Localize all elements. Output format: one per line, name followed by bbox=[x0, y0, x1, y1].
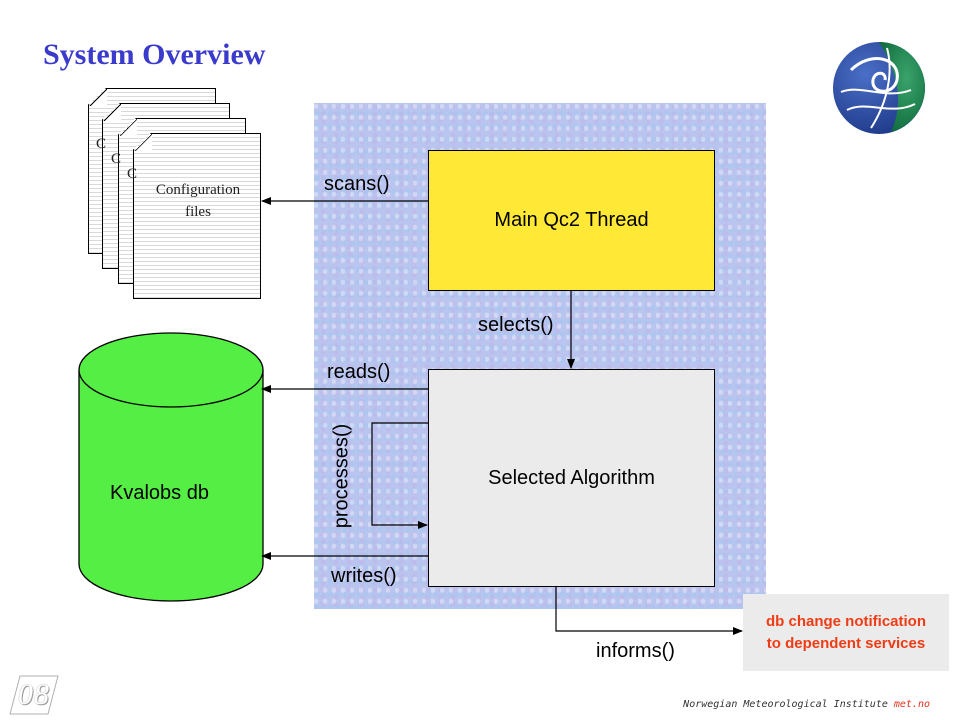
notification-line1: db change notification bbox=[766, 612, 926, 630]
scans-label: scans() bbox=[324, 173, 390, 195]
met-logo-icon bbox=[833, 42, 925, 134]
selects-label: selects() bbox=[478, 314, 554, 336]
page-title: System Overview bbox=[43, 38, 266, 71]
selected-algorithm-label: Selected Algorithm bbox=[488, 466, 655, 489]
config-file-peek-3: C bbox=[127, 166, 138, 182]
config-files-label-line1: Configuration bbox=[155, 182, 241, 198]
page-number: 08 bbox=[18, 678, 50, 711]
config-files-label: Configuration files bbox=[140, 179, 256, 223]
config-file-peek-2: C bbox=[111, 151, 122, 167]
config-file-front bbox=[133, 133, 261, 299]
informs-arrow bbox=[555, 587, 743, 635]
processes-label: processes() bbox=[330, 423, 353, 529]
config-files-label-line2: files bbox=[185, 204, 211, 220]
page-number-frame bbox=[9, 675, 59, 715]
selected-algorithm-box: Selected Algorithm bbox=[428, 369, 715, 587]
main-thread-box: Main Qc2 Thread bbox=[428, 150, 715, 291]
informs-label: informs() bbox=[596, 640, 675, 662]
footer-brand: met.no bbox=[893, 699, 930, 710]
processes-arrow bbox=[371, 422, 428, 529]
config-file-peek-1: C bbox=[96, 136, 107, 152]
footer: Norwegian Meteorological Institute met.no bbox=[683, 699, 930, 710]
footer-institute: Norwegian Meteorological Institute bbox=[683, 699, 888, 710]
writes-label: writes() bbox=[331, 565, 397, 587]
database-cylinder bbox=[78, 332, 264, 602]
database-label: Kvalobs db bbox=[110, 482, 209, 504]
main-thread-label: Main Qc2 Thread bbox=[494, 209, 649, 231]
db-change-notification-box: db change notification to dependent serv… bbox=[743, 594, 949, 671]
reads-label: reads() bbox=[327, 361, 391, 383]
notification-line2: to dependent services bbox=[766, 634, 926, 652]
